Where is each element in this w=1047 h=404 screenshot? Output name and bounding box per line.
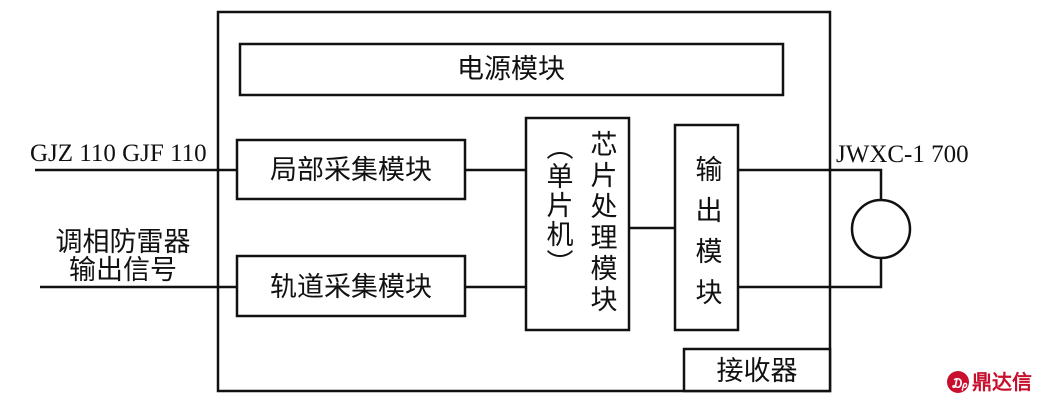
local-acq-module-label: 局部采集模块 [270, 155, 432, 186]
input-bottom-label-line2: 输出信号 [69, 255, 177, 286]
track-acq-module-label: 轨道采集模块 [270, 272, 432, 303]
relay-coil-symbol [850, 198, 912, 260]
watermark-logo: ₯ 鼎达信 [947, 370, 1032, 394]
output-module-label: 输出模块 [691, 155, 723, 319]
power-module-box [238, 42, 785, 97]
output-label: JWXC-1 700 [836, 141, 969, 168]
chip-module-label: 芯片处理模块 [586, 130, 618, 316]
input-top-label: GJZ 110 GJF 110 [30, 140, 207, 167]
output-wire-bottom [738, 257, 883, 289]
local-acq-module-box [235, 138, 467, 201]
chip-module-box [524, 116, 631, 332]
watermark-icon [947, 371, 969, 393]
receiver-box [682, 347, 832, 393]
chip-module-sublabel: （单片机） [542, 133, 574, 278]
output-wire-top [738, 168, 883, 201]
svg-text:₯: ₯ [951, 377, 969, 392]
input-bottom-label-line1: 调相防雷器 [56, 227, 191, 258]
watermark-text: 鼎达信 [972, 370, 1032, 394]
power-module-label: 电源模块 [457, 54, 565, 85]
receiver-label: 接收器 [717, 356, 798, 387]
